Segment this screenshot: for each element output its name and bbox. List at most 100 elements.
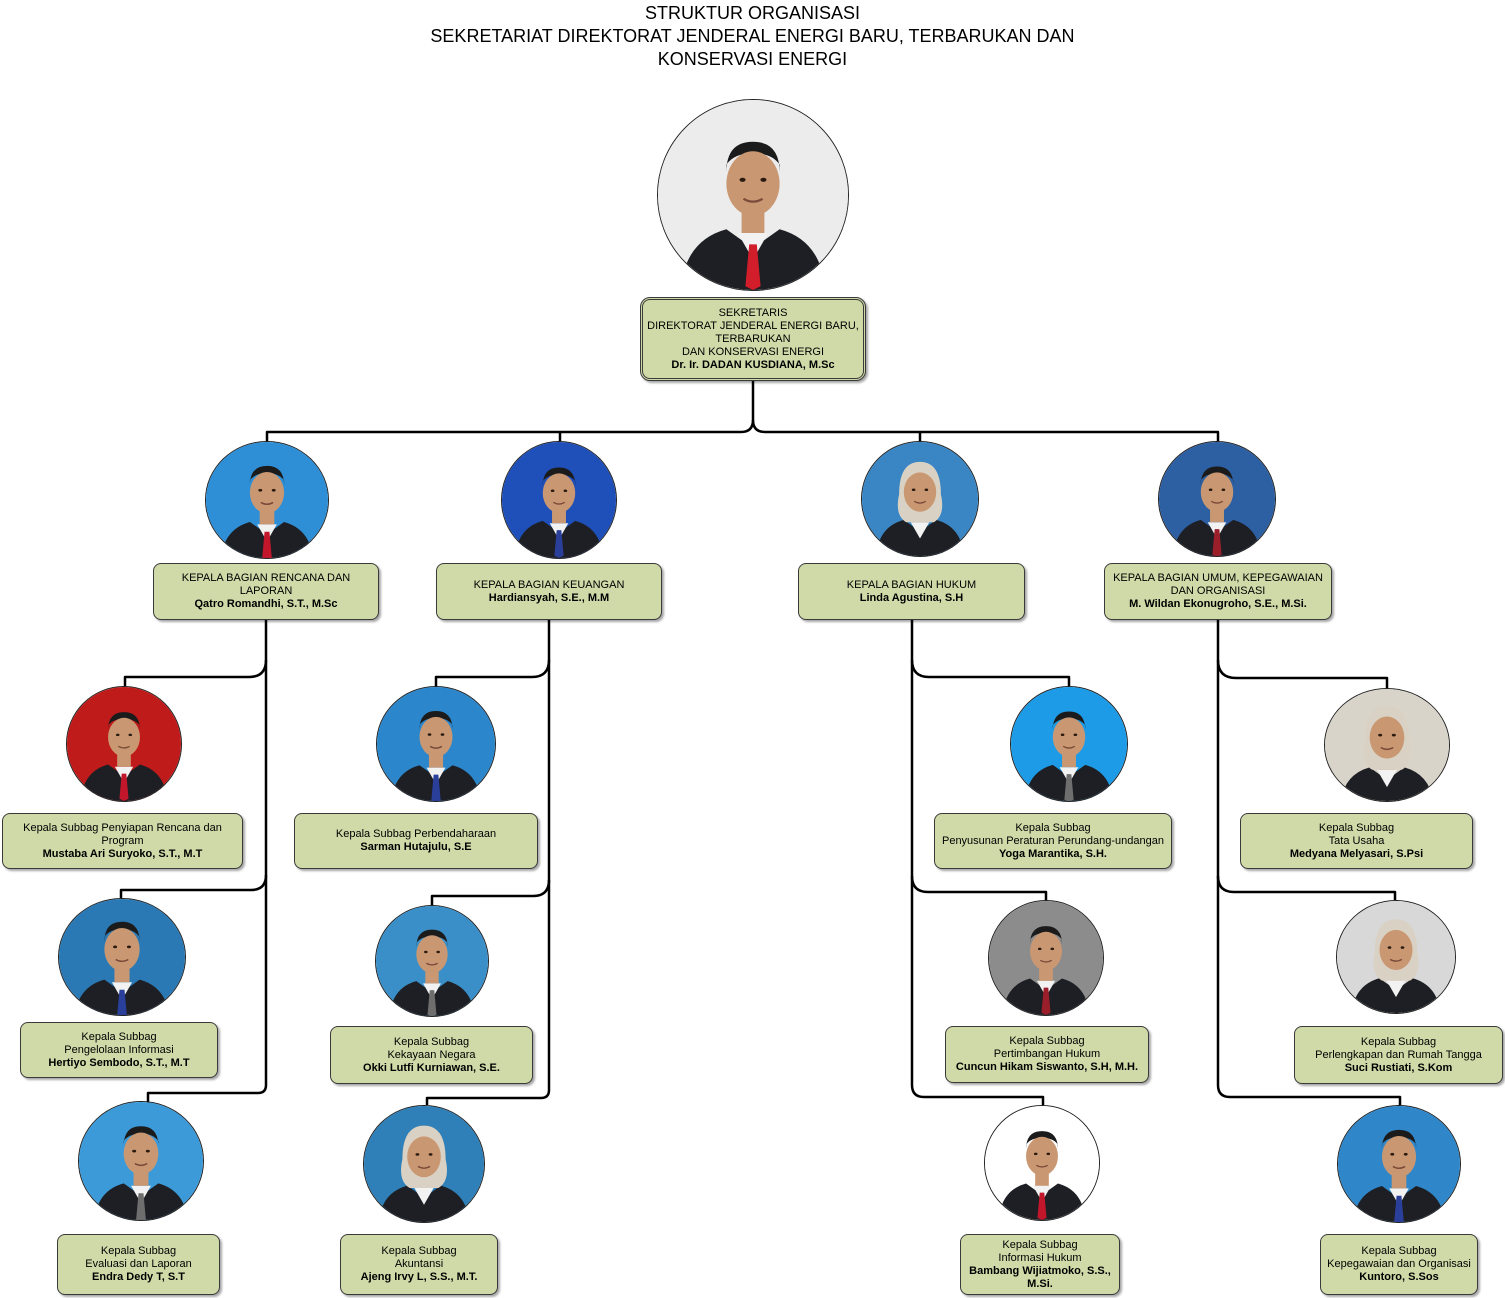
role-line: Evaluasi dan Laporan bbox=[85, 1258, 192, 1270]
role-line: Pengelolaan Informasi bbox=[64, 1043, 174, 1056]
photo-sub-4-1 bbox=[1324, 688, 1450, 802]
photo-sub-2-1 bbox=[376, 686, 496, 802]
box-sub-1-1: Kepala Subbag Penyiapan Rencana dan Prog… bbox=[2, 813, 243, 869]
person-portrait-icon bbox=[1159, 442, 1275, 556]
person-portrait-icon bbox=[59, 899, 185, 1015]
role-line: Kepala Subbag Penyiapan Rencana dan Prog… bbox=[23, 821, 222, 847]
title-line-3: KONSERVASI ENERGI bbox=[657, 49, 848, 69]
role-line: Informasi Hukum bbox=[998, 1251, 1082, 1264]
person-name: Mustaba Ari Suryoko, S.T., M.T bbox=[42, 847, 203, 860]
role-line: KEPALA BAGIAN KEUANGAN bbox=[473, 578, 625, 591]
photo-sub-4-2 bbox=[1336, 900, 1456, 1014]
role-line: TERBARUKAN bbox=[715, 332, 791, 345]
connector-branch-1 bbox=[146, 620, 268, 1103]
role-line: Kepala Subbag bbox=[1015, 821, 1091, 834]
role-line: Tata Usaha bbox=[1328, 834, 1385, 847]
photo-head-3 bbox=[861, 441, 979, 557]
person-portrait-icon bbox=[1337, 901, 1455, 1013]
person-name: Suci Rustiati, S.Kom bbox=[1344, 1061, 1453, 1074]
role-line: Kepala Subbag bbox=[1361, 1245, 1437, 1257]
person-name: Ajeng Irvy L, S.S., M.T. bbox=[360, 1271, 478, 1283]
role-line: Kepala Subbag bbox=[81, 1030, 157, 1043]
photo-top bbox=[657, 99, 849, 291]
person-name: Hardiansyah, S.E., M.M bbox=[488, 591, 610, 604]
role-line: Kekayaan Negara bbox=[387, 1048, 476, 1061]
photo-head-2 bbox=[501, 441, 617, 559]
person-name: Qatro Romandhi, S.T., M.Sc bbox=[194, 598, 338, 610]
person-name: Dr. Ir. DADAN KUSDIANA, M.Sc bbox=[671, 358, 835, 371]
title-line-1: STRUKTUR ORGANISASI bbox=[644, 3, 861, 23]
person-name: Hertiyo Sembodo, S.T., M.T bbox=[48, 1056, 190, 1069]
role-line: Penyusunan Peraturan Perundang-undangan bbox=[941, 834, 1164, 847]
connector-top-right bbox=[751, 419, 1220, 441]
person-portrait-icon bbox=[376, 906, 488, 1016]
person-portrait-icon bbox=[862, 442, 978, 556]
person-portrait-icon bbox=[985, 1106, 1099, 1220]
person-portrait-icon bbox=[364, 1106, 484, 1222]
person-name: Yoga Marantika, S.H. bbox=[999, 847, 1107, 860]
connector-branch-2 bbox=[425, 620, 551, 1105]
photo-sub-2-2 bbox=[375, 905, 489, 1017]
role-line: Kepala Subbag bbox=[1009, 1035, 1085, 1047]
role-line: KEPALA BAGIAN HUKUM bbox=[846, 578, 977, 591]
person-portrait-icon bbox=[67, 687, 181, 801]
role-line: Akuntansi bbox=[394, 1258, 444, 1270]
role-line: SEKRETARIS bbox=[718, 306, 788, 319]
person-name: Bambang Wijiatmoko, S.S., M.Si. bbox=[969, 1264, 1111, 1290]
role-line: Kepala Subbag bbox=[381, 1245, 457, 1257]
connector-branch-3 bbox=[910, 620, 1045, 1105]
role-line: DAN ORGANISASI bbox=[1170, 585, 1266, 597]
photo-head-4 bbox=[1158, 441, 1276, 557]
person-name: M. Wildan Ekonugroho, S.E., M.Si. bbox=[1129, 598, 1307, 610]
person-portrait-icon bbox=[377, 687, 495, 801]
role-line: Kepala Subbag bbox=[1360, 1035, 1437, 1048]
photo-sub-1-2 bbox=[58, 898, 186, 1016]
person-name: Endra Dedy T, S.T bbox=[92, 1271, 185, 1283]
person-portrait-icon bbox=[79, 1102, 203, 1220]
person-name: Medyana Melyasari, S.Psi bbox=[1289, 847, 1424, 860]
photo-sub-3-3 bbox=[984, 1105, 1100, 1221]
role-line: Kepegawaian dan Organisasi bbox=[1327, 1258, 1471, 1270]
role-line: Kepala Subbag bbox=[100, 1245, 177, 1257]
person-portrait-icon bbox=[502, 442, 616, 558]
person-name: Okki Lutfi Kurniawan, S.E. bbox=[363, 1061, 500, 1074]
photo-sub-2-3 bbox=[363, 1105, 485, 1223]
person-name: Sarman Hutajulu, S.E bbox=[360, 841, 472, 853]
role-line: Kepala Subbag bbox=[1318, 821, 1395, 834]
person-name: Kuntoro, S.Sos bbox=[1359, 1271, 1439, 1283]
person-portrait-icon bbox=[658, 100, 848, 290]
person-portrait-icon bbox=[1338, 1106, 1460, 1222]
chart-title: STRUKTUR ORGANISASI SEKRETARIAT DIREKTOR… bbox=[0, 2, 1505, 71]
person-portrait-icon bbox=[1325, 689, 1449, 801]
role-line: DAN KONSERVASI ENERGI bbox=[681, 345, 825, 358]
role-line: KEPALA BAGIAN UMUM, KEPEGAWAIAN bbox=[1113, 572, 1323, 584]
photo-sub-3-2 bbox=[988, 900, 1104, 1016]
person-portrait-icon bbox=[1011, 687, 1127, 801]
connector-top-stem bbox=[265, 381, 755, 441]
role-line: Pertimbangan Hukum bbox=[993, 1048, 1101, 1060]
person-name: Linda Agustina, S.H bbox=[859, 591, 964, 604]
photo-head-1 bbox=[205, 441, 329, 559]
role-line: Perlengkapan dan Rumah Tangga bbox=[1315, 1048, 1482, 1061]
person-name: Cuncun Hikam Siswanto, S.H, M.H. bbox=[955, 1061, 1139, 1073]
role-line: Kepala Subbag bbox=[1002, 1238, 1078, 1251]
photo-sub-1-3 bbox=[78, 1101, 204, 1221]
person-portrait-icon bbox=[206, 442, 328, 558]
role-line: Kepala Subbag bbox=[393, 1035, 470, 1048]
